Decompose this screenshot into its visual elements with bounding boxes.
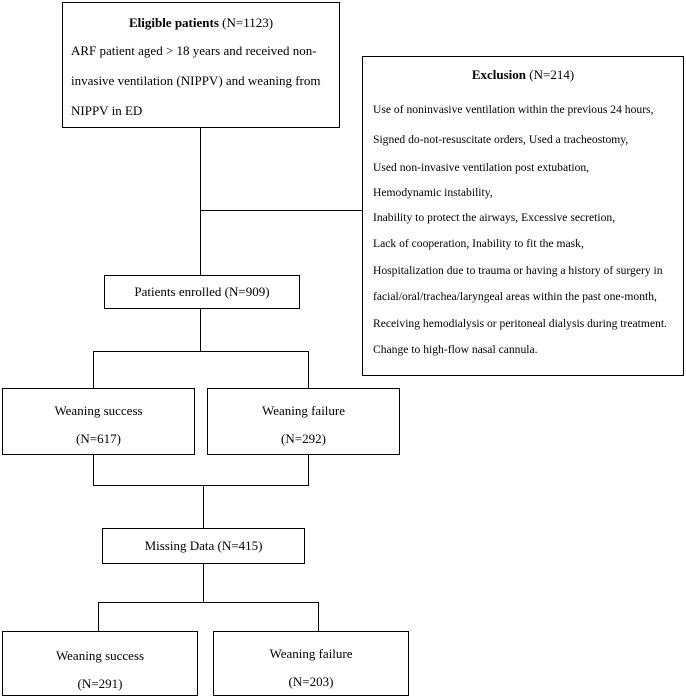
connector-merge-right	[308, 455, 309, 485]
exclusion-header: Exclusion (N=214)	[363, 67, 683, 83]
exclusion-item: Hospitalization due to trauma or having …	[373, 264, 663, 277]
missing-data-box: Missing Data (N=415)	[102, 528, 305, 564]
weaning-failure-label-1: Weaning failure	[261, 403, 346, 418]
eligible-title: Eligible patients	[128, 15, 219, 30]
exclusion-item: Lack of cooperation, Inability to fit th…	[373, 237, 584, 250]
weaning-failure-box-2: Weaning failure (N=203)	[213, 631, 409, 696]
enrolled-label: Patients enrolled (N=909)	[134, 284, 270, 299]
eligible-line-3: NIPPV in ED	[71, 103, 143, 118]
eligible-count: (N=1123)	[222, 15, 274, 30]
exclusion-item: Use of noninvasive ventilation within th…	[373, 103, 654, 116]
weaning-failure-count-1: (N=292)	[281, 431, 326, 446]
weaning-success-label-2: Weaning success	[55, 648, 145, 663]
weaning-failure-count-2: (N=203)	[288, 674, 334, 689]
connector-merge-left	[93, 455, 94, 485]
eligible-line-2: invasive ventilation (NIPPV) and weaning…	[71, 73, 321, 88]
eligible-patients-box: Eligible patients (N=1123) ARF patient a…	[62, 2, 340, 128]
connector-split2-horizontal	[98, 602, 319, 603]
exclusion-item: Inability to protect the airways, Excess…	[373, 211, 616, 224]
connector-split1-horizontal	[93, 351, 309, 352]
connector-split2-right	[318, 602, 319, 631]
connector-split1-right	[308, 351, 309, 388]
exclusion-box: Exclusion (N=214) Use of noninvasive ven…	[362, 56, 684, 376]
missing-data-label: Missing Data (N=415)	[144, 538, 263, 553]
enrolled-box: Patients enrolled (N=909)	[104, 275, 300, 309]
exclusion-item: Receiving hemodialysis or peritoneal dia…	[373, 317, 667, 330]
exclusion-title: Exclusion	[471, 67, 527, 82]
weaning-success-count-2: (N=291)	[77, 676, 123, 691]
weaning-success-box-1: Weaning success (N=617)	[2, 388, 195, 455]
weaning-success-box-2: Weaning success (N=291)	[2, 631, 198, 696]
eligible-line-1: ARF patient aged > 18 years and received…	[71, 43, 317, 58]
connector-enrolled-down	[200, 309, 201, 351]
weaning-failure-box-1: Weaning failure (N=292)	[207, 388, 400, 455]
exclusion-item: facial/oral/trachea/laryngeal areas with…	[373, 290, 657, 303]
connector-eligible-down	[200, 128, 201, 275]
connector-merge-horizontal	[93, 485, 309, 486]
connector-to-exclusion	[200, 210, 362, 211]
weaning-failure-label-2: Weaning failure	[269, 646, 353, 661]
exclusion-item: Change to high-flow nasal cannula.	[373, 343, 538, 356]
exclusion-item: Signed do-not-resuscitate orders, Used a…	[373, 133, 629, 146]
exclusion-count: (N=214)	[529, 67, 575, 82]
weaning-success-count-1: (N=617)	[76, 431, 121, 446]
connector-split1-left	[93, 351, 94, 388]
exclusion-item: Hemodynamic instability,	[373, 186, 493, 199]
exclusion-item: Used non-invasive ventilation post extub…	[373, 161, 590, 174]
connector-missing-down	[203, 564, 204, 602]
weaning-success-label-1: Weaning success	[54, 403, 143, 418]
eligible-header: Eligible patients (N=1123)	[63, 15, 339, 31]
connector-split2-left	[98, 602, 99, 631]
connector-merge-down	[203, 485, 204, 528]
